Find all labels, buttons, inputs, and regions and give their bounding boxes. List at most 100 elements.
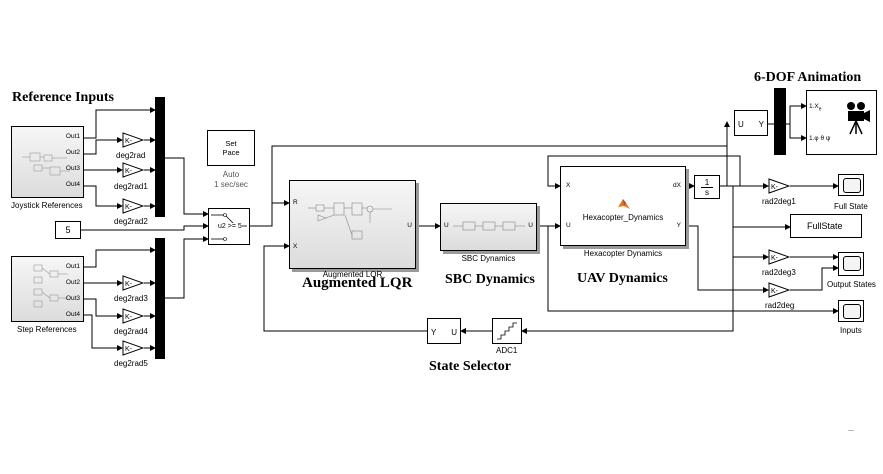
rad2deg-gain[interactable]: K- (768, 282, 790, 298)
deg2rad2-label: deg2rad2 (114, 217, 148, 226)
set-pace-block[interactable]: Set Pace (207, 130, 255, 166)
deg2rad4-label: deg2rad4 (114, 327, 148, 336)
deg2rad1-label: deg2rad1 (114, 182, 148, 191)
hexa-port-u: U (566, 222, 571, 229)
scope-screen-icon (843, 178, 861, 193)
lqr-port-x: X (293, 243, 298, 250)
staircase-icon (497, 322, 517, 340)
port-out3: Out3 (65, 165, 80, 172)
svg-text:K-: K- (125, 346, 133, 353)
state-selector-port-u: U (451, 328, 457, 337)
six-dof-animation-title: 6-DOF Animation (754, 70, 862, 85)
step-mux[interactable] (155, 238, 165, 359)
port-out1: Out1 (65, 263, 80, 270)
hexacopter-dynamics-label: Hexacopter Dynamics (583, 249, 663, 258)
sbc-port-out: U (528, 222, 533, 229)
full-state-scope-label: Full State (834, 202, 868, 211)
set-pace-mode: Auto (222, 170, 240, 179)
step-references-label: Step References (17, 325, 77, 334)
rad2deg-label: rad2deg (765, 301, 795, 310)
rad2deg3-gain[interactable]: K- (768, 249, 790, 265)
sbc-dynamics-title: SBC Dynamics (445, 272, 535, 287)
animation-mux[interactable] (774, 88, 786, 155)
svg-text:K-: K- (125, 314, 133, 321)
sbc-port-in: U (444, 222, 449, 229)
output-states-scope[interactable] (838, 252, 864, 276)
deg2rad-label: deg2rad (116, 151, 146, 160)
deg2rad1-gain[interactable]: K- (122, 162, 144, 178)
rad2deg1-gain[interactable]: K- (768, 178, 790, 194)
port-out2: Out2 (65, 279, 80, 286)
rad2deg3-label: rad2deg3 (762, 268, 796, 277)
animation-selector-block[interactable]: U Y (734, 110, 768, 136)
svg-text:K-: K- (125, 138, 133, 145)
state-selector-block[interactable]: Y U (427, 318, 461, 344)
hexa-port-y: Y (676, 222, 681, 229)
integrator-num: 1 (704, 178, 710, 187)
port-out1: Out1 (65, 133, 80, 140)
joystick-mux[interactable] (155, 97, 165, 217)
svg-text:K-: K- (771, 288, 779, 295)
adc1-label: ADC1 (496, 346, 518, 355)
deg2rad5-label: deg2rad5 (114, 359, 148, 368)
svg-text:K-: K- (771, 184, 779, 191)
rad2deg1-label: rad2deg1 (762, 197, 796, 206)
sbc-dynamics-label: SBC Dynamics (461, 254, 516, 263)
uav-dynamics-title: UAV Dynamics (577, 271, 668, 286)
joystick-references-label: Joystick References (11, 201, 83, 210)
step-references-block[interactable]: Out1 Out2 Out3 Out4 (11, 256, 84, 322)
port-out4: Out4 (65, 311, 80, 318)
svg-text:K-: K- (125, 204, 133, 211)
lqr-preview-icon (308, 202, 392, 240)
deg2rad4-gain[interactable]: K- (122, 308, 144, 324)
deg2rad5-gain[interactable]: K- (122, 340, 144, 356)
joystick-references-block[interactable]: Out1 Out2 Out3 Out4 (11, 126, 84, 198)
constant-block[interactable]: 5 (55, 221, 81, 239)
port-out2: Out2 (65, 149, 80, 156)
switch-block[interactable]: u2 >= 5 (208, 208, 250, 245)
inputs-label: Inputs (840, 326, 862, 335)
hexacopter-function-name: Hexacopter_Dynamics (582, 213, 664, 222)
svg-text:K-: K- (771, 255, 779, 262)
lqr-port-r: R (293, 199, 298, 206)
integrator-den: s (701, 187, 713, 197)
set-pace-line1: Set (225, 139, 237, 148)
hexa-port-dx: dX (673, 182, 681, 189)
animation-port1: 1.Xe (809, 103, 822, 113)
deg2rad3-gain[interactable]: K- (122, 275, 144, 291)
scope-screen-icon (843, 256, 861, 271)
reference-inputs-title: Reference Inputs (12, 90, 115, 105)
adc1-block[interactable] (492, 318, 522, 344)
state-selector-title: State Selector (429, 359, 512, 374)
inputs-scope[interactable] (838, 300, 864, 322)
port-out4: Out4 (65, 181, 80, 188)
state-selector-port-y: Y (431, 328, 437, 337)
deg2rad2-gain[interactable]: K- (122, 198, 144, 214)
canvas-mark (848, 430, 854, 431)
deg2rad-gain[interactable]: K- (122, 132, 144, 148)
augmented-lqr-block[interactable]: R X U (289, 180, 416, 269)
full-state-goto[interactable]: FullState (790, 214, 862, 238)
hexa-port-x: X (566, 182, 571, 189)
camera-icon (847, 102, 870, 135)
matlab-logo-icon (618, 199, 630, 209)
augmented-lqr-title: Augmented LQR (302, 275, 413, 291)
animation-port2: 1.φ θ ψ (809, 135, 831, 142)
six-dof-animation-block[interactable]: 1.Xe 1.φ θ ψ (806, 90, 877, 155)
full-state-scope[interactable] (838, 174, 864, 196)
sbc-dynamics-block[interactable]: U U (440, 203, 537, 251)
svg-text:K-: K- (125, 168, 133, 175)
set-pace-rate: 1 sec/sec (214, 180, 248, 189)
scope-screen-icon (843, 304, 861, 319)
augmented-lqr-label: Augmented LQR (322, 270, 383, 279)
sbc-preview-icon (453, 221, 525, 231)
lqr-port-u: U (407, 222, 412, 229)
hexacopter-dynamics-block[interactable]: Hexacopter_Dynamics X U dX Y (560, 166, 686, 246)
selector-port-y: Y (758, 120, 764, 129)
subsystem-preview-icon (33, 264, 68, 308)
svg-text:K-: K- (125, 281, 133, 288)
output-states-label: Output States (827, 280, 876, 289)
integrator-block[interactable]: 1 s (694, 175, 720, 199)
